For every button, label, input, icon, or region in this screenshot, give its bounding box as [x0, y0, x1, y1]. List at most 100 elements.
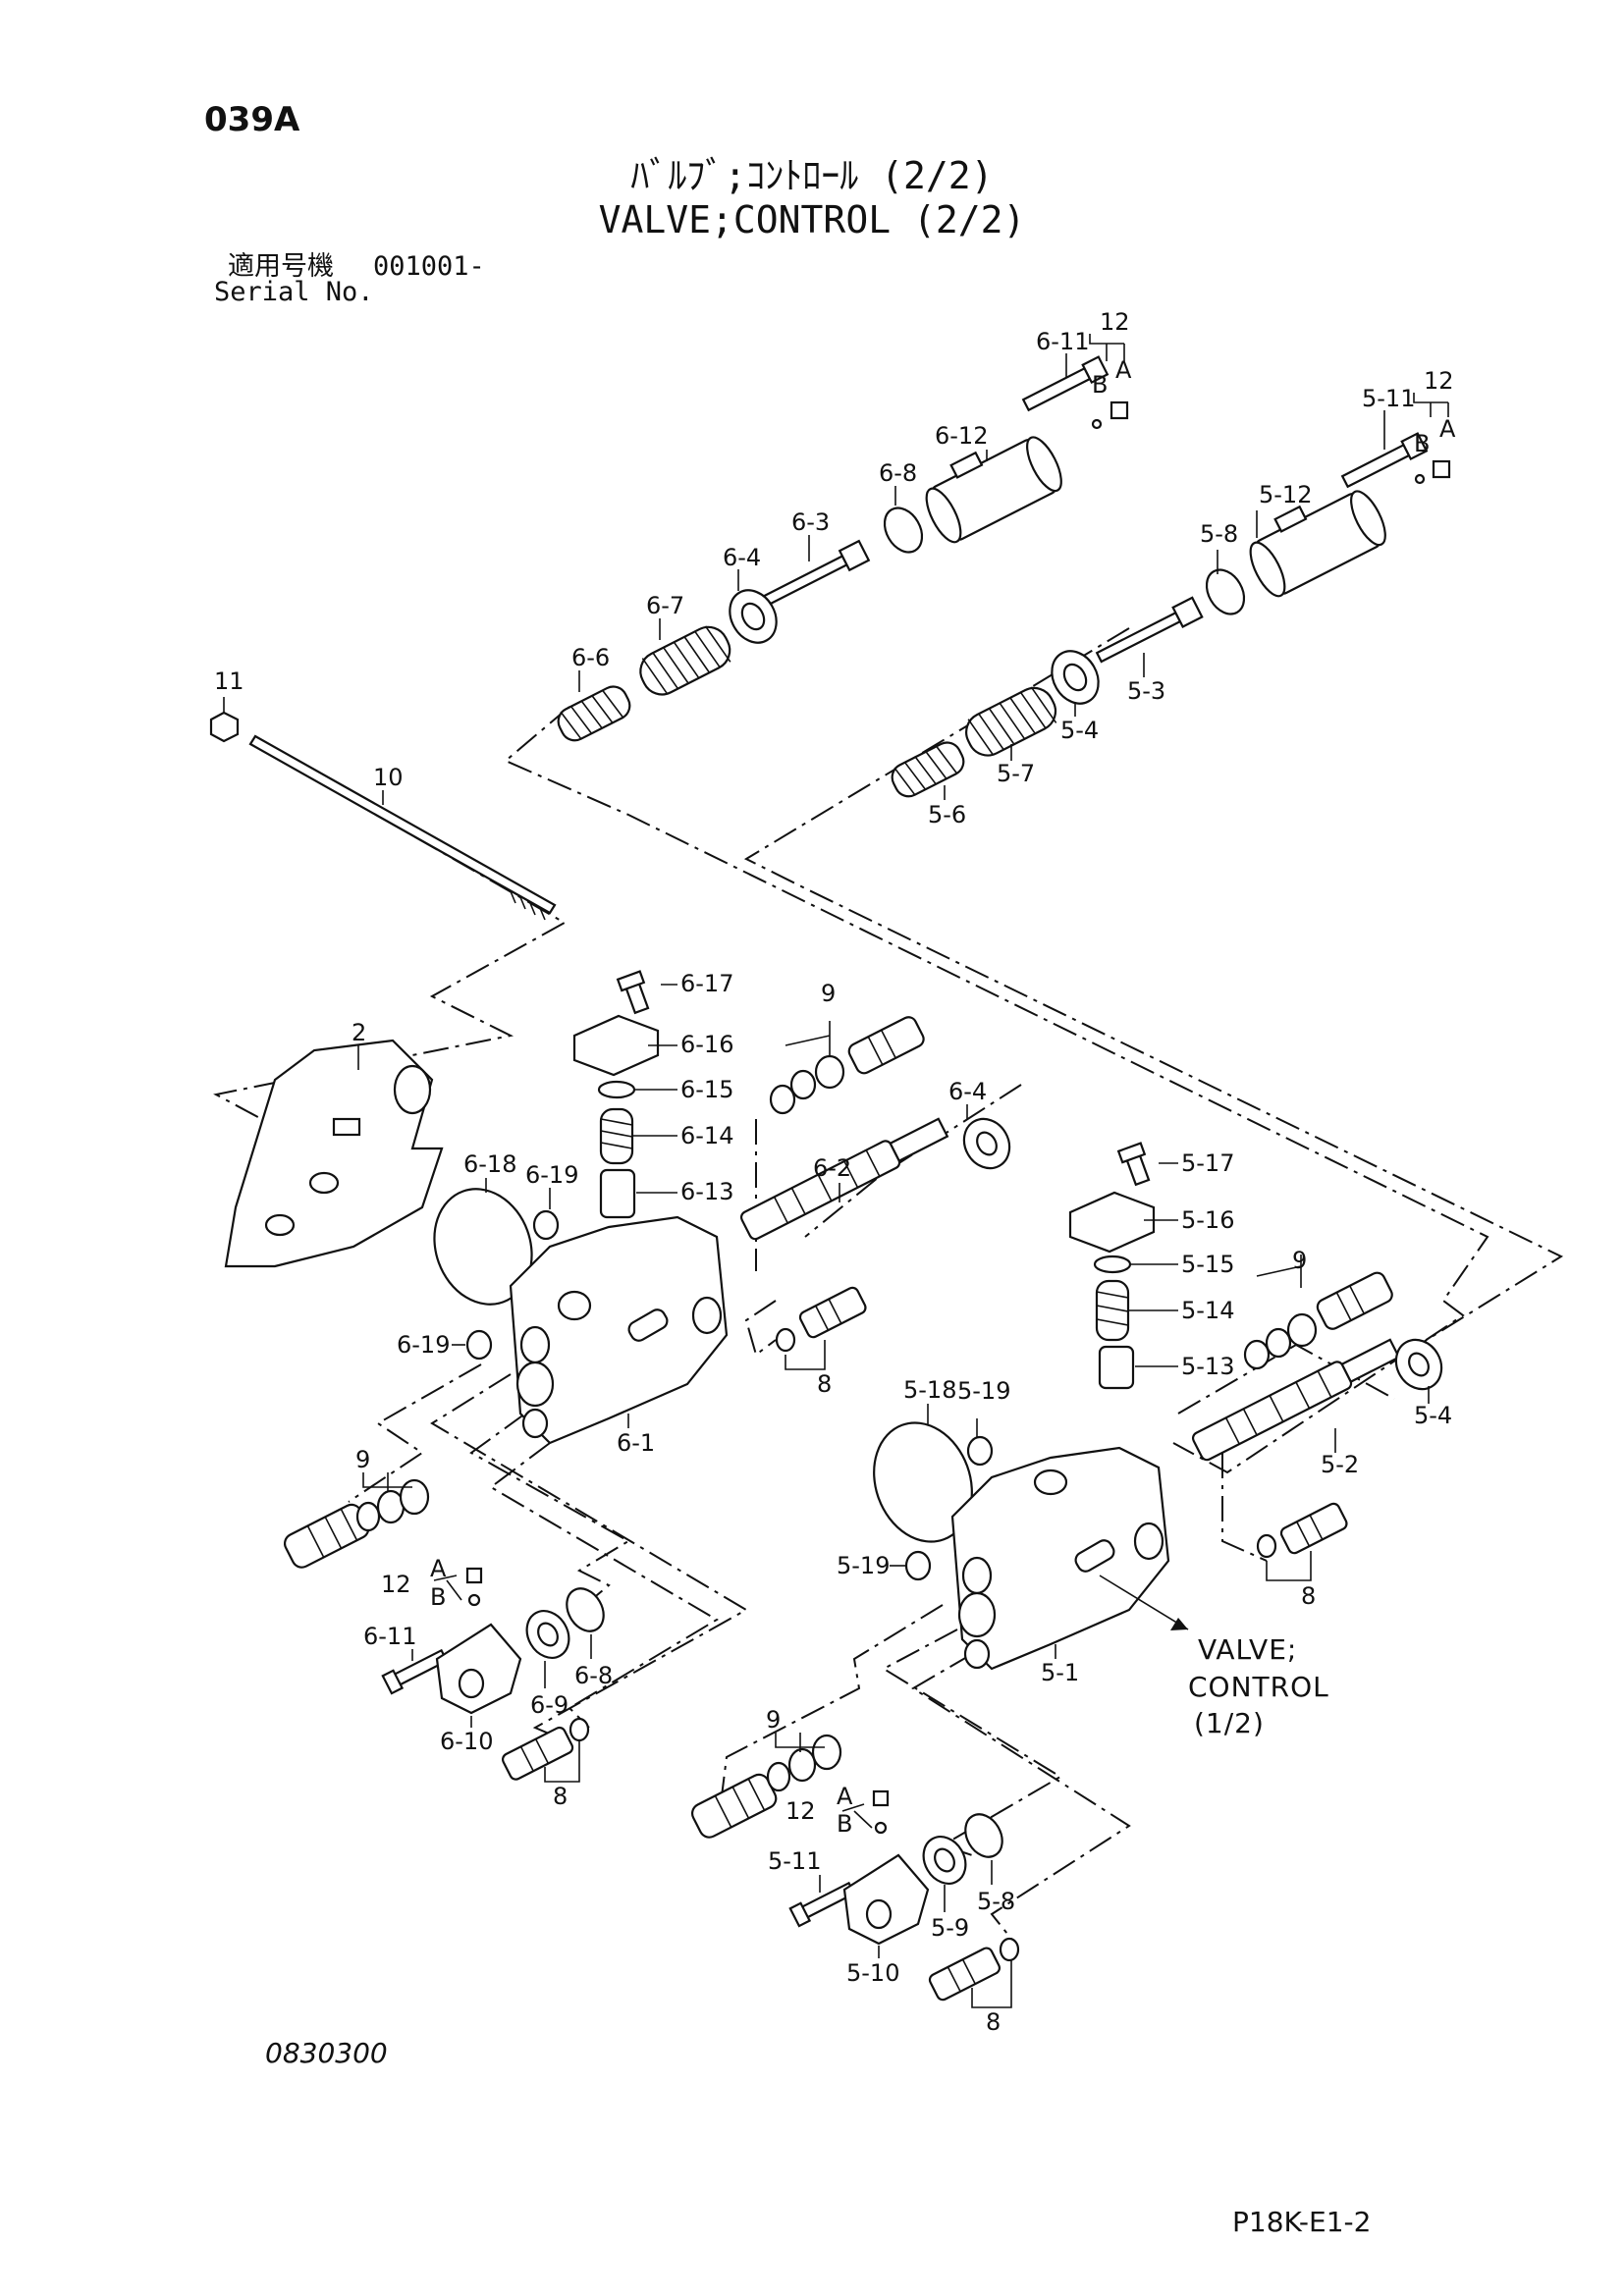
- callout-b-upper-right: B: [1414, 430, 1430, 457]
- page-code: 039A: [204, 100, 300, 139]
- spring-6-6: [557, 685, 631, 742]
- solenoid-6-12: [925, 436, 1062, 544]
- assembly-line-right-9: [721, 1604, 944, 1797]
- drawing-number: 0830300: [265, 2037, 388, 2069]
- tie-rod-10: [248, 734, 557, 915]
- plug-8-upper: [798, 1286, 867, 1339]
- oring-6-19-upper: [532, 1209, 560, 1241]
- callout-10: 10: [373, 764, 404, 791]
- plunger-5-13: [1098, 1345, 1135, 1390]
- plug-8-right-upper: [1279, 1502, 1348, 1555]
- cover-5-16: [1068, 1191, 1156, 1254]
- lower-left-solenoid-group: [283, 1478, 605, 1781]
- callout-6-2: 6-2: [813, 1154, 851, 1182]
- callout-5-19-lower: 5-19: [837, 1552, 890, 1579]
- callout-5-3: 5-3: [1127, 677, 1165, 705]
- assembly-line-6-9: [469, 1413, 630, 1611]
- callout-12-upper-left: 12: [1100, 308, 1130, 336]
- assembly-line-6-series: [504, 706, 1489, 1474]
- callout-5-13: 5-13: [1181, 1353, 1234, 1380]
- callout-labels: 6-11 12 B A 6-12 6-8 6-3 6-4 6-7 6-6 5-1…: [214, 308, 1456, 2036]
- plunger-6-13: [599, 1168, 636, 1219]
- callout-a-upper-right: A: [1439, 415, 1456, 443]
- page-reference: P18K-E1-2: [1232, 2206, 1372, 2238]
- callout-6-8-upper: 6-8: [879, 459, 917, 487]
- callout-6-18: 6-18: [463, 1150, 516, 1178]
- callout-6-14: 6-14: [680, 1122, 733, 1149]
- callout-5-14: 5-14: [1181, 1297, 1234, 1324]
- spool-5-2: [1191, 1338, 1401, 1462]
- callout-8-right-upper: 8: [1301, 1582, 1316, 1610]
- callout-9-upper: 9: [821, 980, 836, 1007]
- callout-6-11-lower: 6-11: [363, 1623, 416, 1650]
- callout-5-11-lower: 5-11: [768, 1847, 821, 1875]
- callout-5-4-lower: 5-4: [1414, 1402, 1452, 1429]
- note-line-3: (1/2): [1194, 1707, 1265, 1739]
- oring-5-19-upper: [966, 1435, 994, 1467]
- callout-5-8-lower: 5-8: [977, 1888, 1015, 1915]
- spring-6-7: [639, 625, 731, 696]
- callout-6-3: 6-3: [791, 508, 830, 536]
- callout-6-4-upper: 6-4: [723, 544, 761, 571]
- callout-2: 2: [352, 1019, 366, 1046]
- callout-6-1: 6-1: [617, 1429, 655, 1457]
- oring-6-18: [433, 1188, 533, 1306]
- lower-right-solenoid-group: [690, 1734, 1020, 2002]
- spring-5-7: [965, 686, 1057, 757]
- callout-6-7: 6-7: [646, 592, 684, 619]
- end-cover-2: [224, 1039, 444, 1268]
- callout-5-19-upper: 5-19: [957, 1377, 1010, 1405]
- plug-12a-upper-right: [1432, 459, 1451, 479]
- oring-12b-upper-right: [1414, 473, 1426, 485]
- callout-5-17: 5-17: [1181, 1149, 1234, 1177]
- oring-6-8: [883, 507, 924, 554]
- callout-5-6: 5-6: [928, 801, 966, 828]
- callout-8-right-lower: 8: [986, 2008, 1001, 2036]
- bolt-6-11: [1021, 355, 1110, 412]
- title-japanese: ﾊﾞﾙﾌﾞ;ｺﾝﾄﾛｰﾙ (2/2): [630, 154, 994, 197]
- callout-8-upper: 8: [817, 1370, 832, 1398]
- callout-5-4-upper: 5-4: [1060, 717, 1099, 744]
- callout-6-6: 6-6: [571, 644, 610, 671]
- solenoid-5-12: [1249, 490, 1386, 598]
- callout-5-10: 5-10: [846, 1959, 899, 1987]
- serial-value: 001001-: [373, 251, 485, 282]
- callout-5-16: 5-16: [1181, 1206, 1234, 1234]
- upper-right-solenoid-group: [891, 432, 1451, 798]
- callout-6-11: 6-11: [1036, 328, 1089, 355]
- callout-12-lower-right: 12: [785, 1797, 816, 1825]
- plug-8-left: [501, 1726, 574, 1781]
- note-line-2: CONTROL: [1188, 1671, 1329, 1703]
- assembly-line-5-series: [743, 627, 1564, 1346]
- callout-6-12: 6-12: [935, 422, 988, 450]
- assembly-line-left-9: [348, 1363, 482, 1503]
- assembly-line-8c: [1221, 1453, 1268, 1562]
- callout-6-9: 6-9: [530, 1691, 568, 1719]
- reference-note: VALVE; CONTROL (1/2): [1188, 1633, 1329, 1739]
- callout-a-upper-left: A: [1115, 356, 1132, 384]
- solenoid-6-10: [435, 1623, 522, 1715]
- nut-11: [209, 711, 240, 743]
- tie-rod-group: [209, 711, 557, 921]
- callout-6-8-lower: 6-8: [574, 1662, 613, 1689]
- assembly-line-8a: [744, 1300, 777, 1357]
- oring-12b-lower-left: [467, 1593, 481, 1607]
- callout-5-8-upper: 5-8: [1200, 520, 1238, 548]
- oring-6-19-lower: [465, 1329, 493, 1361]
- plug-8-right-lower: [928, 1947, 1001, 2002]
- pin-6-3: [762, 539, 871, 607]
- oring-12b-upper-left: [1091, 418, 1103, 430]
- callout-11: 11: [214, 667, 244, 695]
- plug-12a-lower-right: [872, 1789, 890, 1807]
- screw-5-17: [1116, 1142, 1151, 1187]
- plug-12a-lower-left: [465, 1567, 483, 1584]
- callout-5-12: 5-12: [1259, 481, 1312, 508]
- callout-9-left: 9: [355, 1446, 370, 1473]
- relief-valve-9-upper: [847, 1016, 925, 1075]
- reference-arrow: [1099, 1575, 1189, 1630]
- callout-5-9: 5-9: [931, 1914, 969, 1942]
- serial-label-japanese: 適用号機: [228, 251, 334, 282]
- callout-a-lower-right: A: [837, 1783, 853, 1810]
- spring-5-6: [891, 741, 965, 798]
